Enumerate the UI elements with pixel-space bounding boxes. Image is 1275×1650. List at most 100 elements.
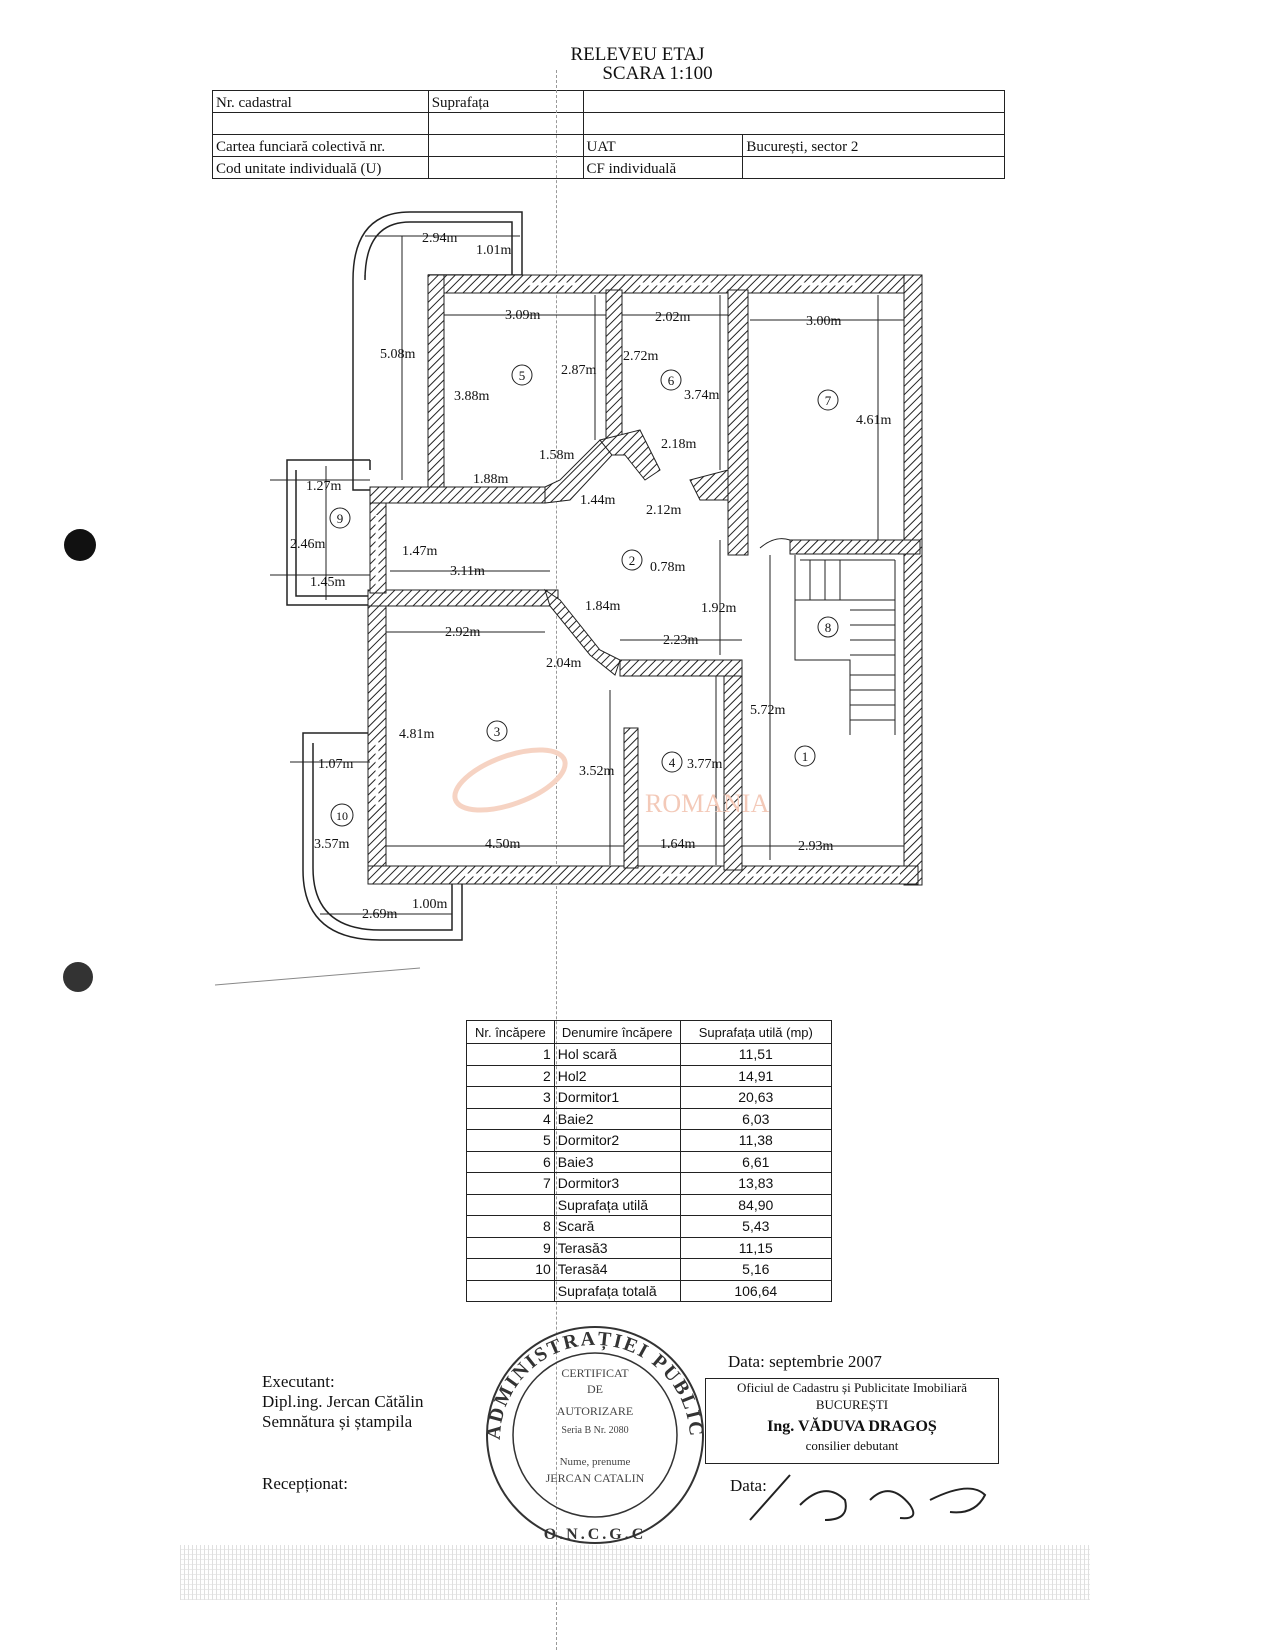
room-area: 6,03 [679, 1107, 833, 1130]
room-number: 7 [466, 1172, 555, 1195]
room-name: Hol scară [553, 1043, 681, 1066]
dim-label: 1.00m [412, 897, 448, 912]
dim-label: 1.84m [585, 599, 621, 614]
svg-text:5: 5 [519, 368, 526, 383]
room-number: 4 [466, 1107, 555, 1130]
svg-text:4: 4 [669, 755, 676, 770]
svg-text:9: 9 [337, 511, 344, 526]
dim-label: 2.72m [623, 349, 659, 364]
executant-label: Executant: [262, 1372, 335, 1391]
dim-label: 1.44m [580, 493, 616, 508]
dim-label: 2.18m [661, 437, 697, 452]
room-area: 5,43 [679, 1215, 833, 1238]
dim-label: 2.12m [646, 503, 682, 518]
svg-text:6: 6 [668, 373, 675, 388]
dim-label: 1.92m [701, 601, 737, 616]
room-area: 14,91 [679, 1064, 833, 1087]
stamp-line: AUTORIZARE [557, 1404, 633, 1418]
room-area: 11,15 [679, 1236, 833, 1259]
room-name: Dormitor2 [553, 1129, 681, 1152]
room-number: 10 [466, 1258, 555, 1281]
inspector-role: consilier debutant [805, 1438, 899, 1453]
room-name: Suprafața totală [553, 1279, 681, 1302]
stamp-line: DE [587, 1382, 603, 1396]
scan-mark [214, 967, 421, 986]
cf-individuala-label: CF individuală [582, 156, 744, 179]
dim-label: 3.00m [806, 314, 842, 329]
room-area: 20,63 [679, 1086, 833, 1109]
room-area: 106,64 [679, 1279, 833, 1302]
executant-block: Executant: Dipl.ing. Jercan Cătălin Semn… [262, 1372, 423, 1432]
room-area: 5,16 [679, 1258, 833, 1281]
fold-line [556, 70, 557, 1650]
punch-hole [63, 962, 93, 992]
dimension-lines [270, 235, 904, 915]
terrace-outlines [286, 211, 523, 941]
svg-text:7: 7 [825, 393, 832, 408]
room-marker-3: 3 [486, 720, 508, 742]
dim-label: 3.74m [684, 388, 720, 403]
dim-label: 2.87m [561, 363, 597, 378]
dim-label: 3.52m [579, 764, 615, 779]
room-area: 84,90 [679, 1193, 833, 1216]
dim-label: 1.01m [476, 243, 512, 258]
room-marker-5: 5 [511, 364, 533, 386]
handwritten-signature [749, 1474, 987, 1521]
signature-stamp-label: Semnătura și ștampila [262, 1412, 413, 1431]
document-title: RELEVEU ETAJ [570, 44, 705, 65]
room-name: Hol2 [553, 1064, 681, 1087]
dim-label: 3.77m [687, 757, 723, 772]
col-header-area: Suprafața utilă (mp) [679, 1020, 833, 1044]
stamp-line: CERTIFICAT [561, 1366, 629, 1380]
stamp-line: Seria B Nr. 2080 [561, 1425, 628, 1436]
dim-label: 3.09m [505, 308, 541, 323]
punch-hole [64, 529, 96, 561]
svg-text:10: 10 [336, 809, 348, 823]
dim-label: 2.69m [362, 907, 398, 922]
stamp-line: JERCAN CATALIN [546, 1471, 645, 1485]
reception-date: Data: [730, 1476, 767, 1495]
room-number: 3 [466, 1086, 555, 1109]
room-number: 5 [466, 1129, 555, 1152]
cod-unitate-label: Cod unitate individuală (U) [212, 156, 429, 179]
room-name: Baie3 [553, 1150, 681, 1173]
watermark-logo [452, 747, 568, 813]
staircase [759, 538, 896, 735]
room-number: 9 [466, 1236, 555, 1259]
dim-label: 3.57m [314, 837, 350, 852]
office-name: Oficiul de Cadastru și Publicitate Imobi… [737, 1380, 967, 1395]
room-name: Terasă3 [553, 1236, 681, 1259]
col-header-nr: Nr. încăpere [466, 1020, 555, 1044]
svg-text:8: 8 [825, 620, 832, 635]
room-marker-6: 6 [660, 369, 682, 391]
dim-label: 2.46m [290, 537, 326, 552]
room-marker-2: 2 [621, 549, 643, 571]
floor-plan: ROMANIA 2.94m 1.01m 5.08m 3.09m 3.88m 2.… [63, 211, 923, 992]
carte-funciara-label: Cartea funciară colectivă nr. [212, 134, 429, 157]
room-number [466, 1193, 555, 1216]
rooms-table: Nr. încăpere Denumire încăpere Suprafața… [466, 1020, 833, 1302]
dim-label: 1.47m [402, 544, 438, 559]
dim-label: 4.81m [399, 727, 435, 742]
dim-label: 2.93m [798, 839, 834, 854]
dim-label: 3.88m [454, 389, 490, 404]
room-marker-8: 8 [817, 616, 839, 638]
col-header-name: Denumire încăpere [553, 1020, 681, 1044]
receptionat-label: Recepționat: [262, 1474, 348, 1493]
official-stamp: ADMINISTRAȚIEI PUBLICE O.N.C.G.C CERTIFI… [470, 1315, 705, 1544]
dim-label: 2.04m [546, 656, 582, 671]
dim-label: 2.94m [422, 231, 458, 246]
room-area: 11,38 [679, 1129, 833, 1152]
room-marker-10: 10 [330, 803, 354, 827]
